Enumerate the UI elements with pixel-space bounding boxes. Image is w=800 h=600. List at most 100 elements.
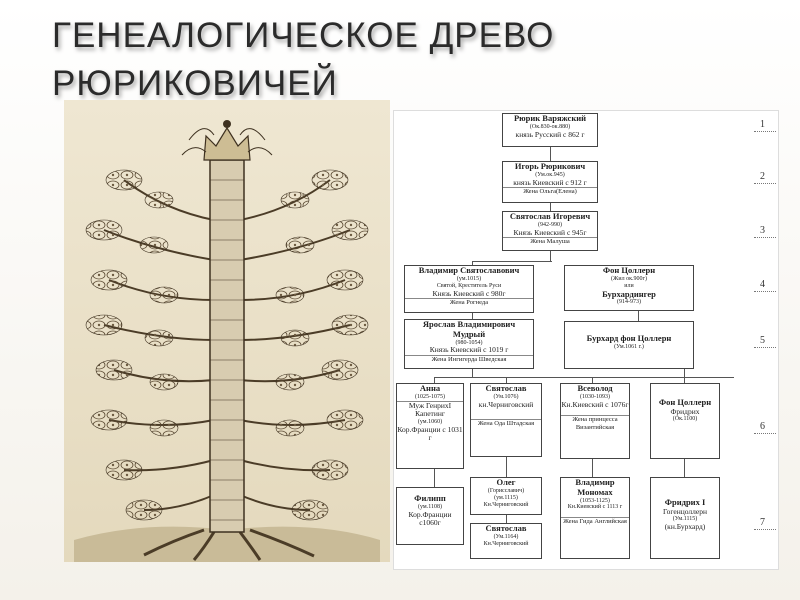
connector xyxy=(550,251,551,261)
node-dates: (Ок.1100) xyxy=(672,416,698,423)
node-dates: (1025-1075) xyxy=(415,393,445,400)
node-fon-zollern: Фон Цоллерн (Жил ок.900г) или Бурхардинг… xyxy=(564,265,694,311)
node-name: Ярослав Владимирович xyxy=(422,319,516,329)
connector xyxy=(592,377,593,383)
gen-separator xyxy=(754,183,776,184)
gen-separator xyxy=(754,237,776,238)
node-wife: Жена Гида Английская xyxy=(561,517,629,525)
node-title: Кн.Киевский с 1113 г xyxy=(567,504,623,511)
connector xyxy=(434,377,435,383)
gen-separator xyxy=(754,291,776,292)
connector xyxy=(550,203,551,213)
node-dates: (Ок.830-ок.880) xyxy=(529,123,571,130)
node-name: Анна xyxy=(419,383,441,393)
node-epithet: Мономах xyxy=(577,486,613,497)
node-vladimir-svyatoslavovich: Владимир Святославович (ум.1015) Святой,… xyxy=(404,265,534,313)
node-svyatoslav-igorevich: Святослав Игоревич (942-990) Князь Киевс… xyxy=(502,211,598,251)
node-name: Олег xyxy=(496,477,516,487)
node-name: Бурхард фон Цоллерн xyxy=(586,333,672,343)
node-svyatoslav-olegovich: Святослав (Ум.1164) Кн.Черниговский xyxy=(470,523,542,559)
node-dates: (980-1054) xyxy=(455,339,483,346)
node-title: Князь Киевский с 1019 г xyxy=(429,345,509,355)
node-dates: (ум.1015) xyxy=(456,275,482,282)
node-rurik: Рюрик Варяжский (Ок.830-ок.880) князь Ру… xyxy=(502,113,598,147)
node-svyatoslav-chernigov: Святослав (Ум.1076) кн.Черниговский Жена… xyxy=(470,383,542,457)
node-title: князь Русский с 862 г xyxy=(515,129,585,139)
connector xyxy=(506,515,507,523)
node-name-alt: Бурхардингер xyxy=(602,288,656,299)
node-name: Игорь Рюрикович xyxy=(514,161,586,171)
node-friedrich-hohenzollern: Фридрих I Гогенцоллерн (Ум.1115) (кн.Бур… xyxy=(650,477,720,559)
node-title: Князь Киевский с 945г xyxy=(513,227,587,237)
node-name: Святослав Игоревич xyxy=(509,211,591,221)
node-title: Кор.Франции с1060г xyxy=(408,509,452,528)
connector xyxy=(684,459,685,477)
node-dates: (1030-1093) xyxy=(580,393,610,400)
gen-separator xyxy=(754,529,776,530)
node-husband-dates: (ум.1060) xyxy=(417,418,443,425)
node-title: Князь Киевский с 980г xyxy=(432,288,506,298)
node-wife: Жена Ода Штадская xyxy=(471,419,541,427)
node-title: Кор.Франции с 1031 г xyxy=(397,424,463,443)
node-patronymic: (Горисславич) xyxy=(487,487,525,494)
connector xyxy=(472,313,473,319)
node-title: Кн.Черниговский xyxy=(483,501,529,508)
generation-number-6: 6 xyxy=(760,421,765,432)
connector xyxy=(472,369,473,377)
generation-number-3: 3 xyxy=(760,225,765,236)
generation-number-7: 7 xyxy=(760,517,765,528)
gen-separator xyxy=(754,347,776,348)
node-epithet: Мудрый xyxy=(452,328,486,339)
connector xyxy=(550,147,551,161)
node-dates: (Ум.1164) xyxy=(493,533,519,540)
node-dates: (Ум.ок.945) xyxy=(535,171,565,178)
node-vsevolod: Всеволод (1030-1093) Кн.Киевский с 1076г… xyxy=(560,383,630,459)
node-name: Фридрих I xyxy=(664,497,706,507)
node-given-name: Фридрих xyxy=(670,406,700,416)
node-epithet: Святой, Креститель Руси xyxy=(436,282,502,289)
node-fon-zollern-friedrich: Фон Цоллерн Фридрих (Ок.1100) xyxy=(650,383,720,459)
node-anna: Анна (1025-1075) Муж ГенрихI Капетинг (у… xyxy=(396,383,464,469)
connector xyxy=(472,261,552,262)
connector xyxy=(472,261,473,265)
node-wife: Жена Ольга(Елена) xyxy=(503,187,597,195)
generation-number-2: 2 xyxy=(760,171,765,182)
genealogy-chart: 1 2 3 4 5 6 7 Рюрик Варяжский xyxy=(393,110,779,570)
node-name: Святослав xyxy=(485,383,527,393)
node-title: князь Киевский с 912 г xyxy=(513,177,587,187)
node-dates: (ум.1108) xyxy=(418,503,442,510)
node-burhard-fon-zollern: Бурхард фон Цоллерн (Ум.1061 г.) xyxy=(564,321,694,369)
family-tree-engraving xyxy=(64,100,390,562)
node-dates: (Ум.1076) xyxy=(493,393,519,400)
node-name: Фон Цоллерн xyxy=(658,397,712,407)
node-dates: (ум.1115) xyxy=(494,494,518,501)
generation-number-5: 5 xyxy=(760,335,765,346)
node-husband: Муж ГенрихI Капетинг xyxy=(397,400,463,419)
node-igor: Игорь Рюрикович (Ум.ок.945) князь Киевск… xyxy=(502,161,598,203)
slide-title: ГЕНЕАЛОГИЧЕСКОЕ ДРЕВО РЮРИКОВИЧЕЙ xyxy=(52,12,752,108)
title-line-2: РЮРИКОВИЧЕЙ xyxy=(52,64,338,103)
connector xyxy=(592,459,593,477)
gen-separator xyxy=(754,433,776,434)
node-name: Всеволод xyxy=(577,383,613,393)
connector xyxy=(434,469,435,487)
node-dates: (Ум.1061 г.) xyxy=(614,343,644,350)
node-title: (кн.Бурхард) xyxy=(664,522,706,532)
connector xyxy=(684,369,685,383)
connector xyxy=(434,377,734,378)
node-dates: (Жил ок.900г) xyxy=(611,275,647,282)
node-wife: Жена Ингигерда Шведская xyxy=(405,355,533,363)
node-oleg: Олег (Горисславич) (ум.1115) Кн.Чернигов… xyxy=(470,477,542,515)
node-name: Владимир Святославович xyxy=(418,265,520,275)
node-dates: (Ум.1115) xyxy=(672,516,698,523)
node-name: Фон Цоллерн xyxy=(602,265,656,275)
node-or: или xyxy=(624,282,634,289)
node-title: кн.Черниговский xyxy=(478,399,534,409)
gen-separator xyxy=(754,131,776,132)
node-house: Гогенцоллерн xyxy=(663,506,707,516)
node-dates: (942-990) xyxy=(538,221,562,228)
connector xyxy=(506,377,507,383)
connector xyxy=(638,311,639,321)
generation-number-4: 4 xyxy=(760,279,765,290)
